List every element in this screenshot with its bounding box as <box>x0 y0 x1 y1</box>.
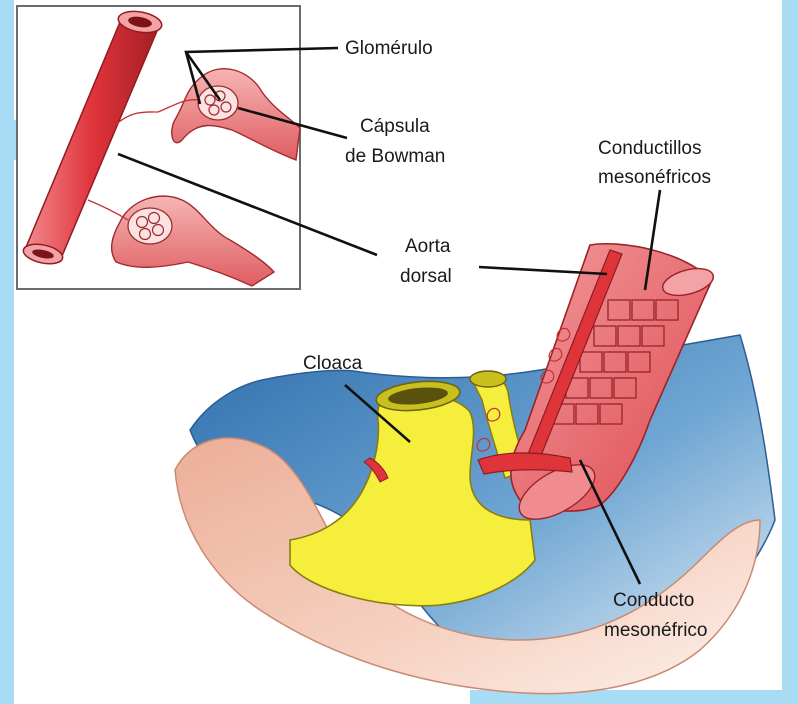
label-capsula-line1: Cápsula <box>360 116 430 137</box>
label-conductillos-line1: Conductillos <box>598 138 702 159</box>
inset-aorta <box>22 10 163 265</box>
mesonephric-duct <box>363 452 573 483</box>
cloaca <box>289 370 536 607</box>
inset-nephron-lower <box>87 195 276 287</box>
label-conducto-line1: Conducto <box>613 590 694 611</box>
inset-nephron-upper <box>111 68 301 161</box>
label-conductillos-line2: mesonéfricos <box>598 167 711 188</box>
leader-lines <box>117 46 662 585</box>
inset-panel <box>16 5 301 290</box>
tubule-grid <box>551 299 679 425</box>
label-glomerulo: Glomérulo <box>345 38 433 59</box>
label-conducto-line2: mesonéfrico <box>604 620 708 641</box>
embryo-body <box>174 437 761 695</box>
label-aorta-line1: Aorta <box>405 236 451 257</box>
label-aorta-line2: dorsal <box>400 266 452 287</box>
capillary-tufts <box>476 327 571 452</box>
label-capsula-line2: de Bowman <box>345 146 445 167</box>
label-cloaca: Cloaca <box>303 353 363 374</box>
diagram-labels: Glomérulo Cápsula de Bowman Aorta dorsal… <box>303 38 711 641</box>
mesonephros <box>476 242 715 520</box>
